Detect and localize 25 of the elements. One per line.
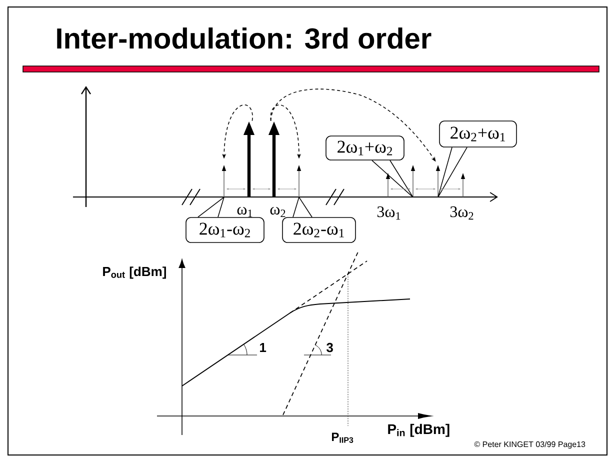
leader-line [438, 147, 468, 198]
axis-label: P$_{out}$ [dBm] [103, 266, 166, 279]
spacing-arrow [390, 188, 410, 190]
frequency-label: 3ω$_{2}$ [450, 206, 474, 220]
leader-line [198, 196, 224, 218]
callout-box: 2ω$_{2}$-ω$_{1}$ [282, 217, 356, 243]
spacing-arrow [226, 188, 246, 190]
spacing-arrow [252, 188, 270, 190]
callout-box: 2ω$_{2}$+ω$_{1}$ [439, 120, 517, 148]
leader-line [372, 160, 414, 198]
spacing-arrow [278, 188, 296, 190]
spacing-arrow [416, 188, 436, 190]
spacing-arrow [440, 188, 460, 190]
frequency-label: ω$_{1}$ [237, 206, 252, 218]
frequency-label: 3ω$_{1}$ [377, 206, 400, 220]
copyright-note: © Peter KINGET 03/99 Page13 [474, 441, 586, 449]
intercept-label: P$_{IIP3}$ [332, 432, 354, 443]
slope-label: 1 [260, 343, 266, 352]
callout-box: 2ω$_{1}$+ω$_{2}$ [326, 136, 404, 160]
slope-label: 3 [326, 342, 333, 352]
frequency-label: ω$_{2}$ [270, 206, 286, 218]
title: Inter-modulation: 3rd order [57, 27, 432, 49]
leader-line [292, 196, 312, 218]
axis-label: P$_{in}$ [dBm] [388, 424, 450, 437]
callout-box: 2ω$_{1}$-ω$_{2}$ [186, 217, 264, 243]
